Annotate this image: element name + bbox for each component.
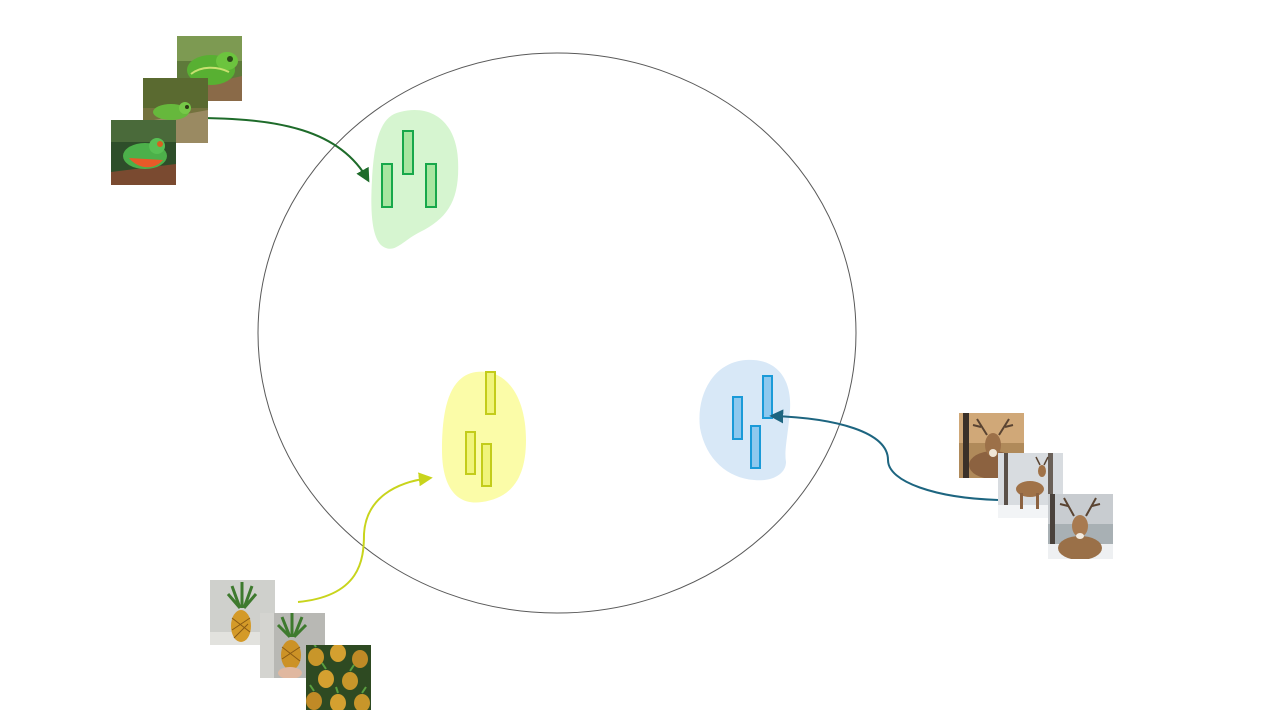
pineapple-embedding-bar xyxy=(481,443,492,487)
chameleon-embedding-bar xyxy=(381,163,393,208)
pineapple-photo xyxy=(210,580,275,645)
deer-cluster-region xyxy=(699,359,791,481)
chameleon-photo xyxy=(111,120,176,185)
embedding-space-ellipse xyxy=(257,52,857,614)
pineapple-embedding-bar xyxy=(465,431,476,475)
chameleon-cluster-region xyxy=(371,110,459,249)
chameleon-photo xyxy=(177,36,242,101)
pineapple-embedding-bar xyxy=(485,371,496,415)
deer-mapping-arrow xyxy=(769,409,999,501)
deer-photo xyxy=(1048,494,1113,559)
chameleon-embedding-bar xyxy=(402,130,414,175)
chameleon-embedding-bar xyxy=(425,163,437,208)
deer-embedding-bar xyxy=(750,425,761,469)
chameleon-mapping-arrow xyxy=(191,117,370,183)
deer-embedding-bar xyxy=(732,396,743,440)
pineapple-cluster-region xyxy=(442,371,526,503)
pineapple-photo xyxy=(306,645,371,710)
pineapple-mapping-arrow xyxy=(297,472,433,603)
deer-embedding-bar xyxy=(762,375,773,419)
